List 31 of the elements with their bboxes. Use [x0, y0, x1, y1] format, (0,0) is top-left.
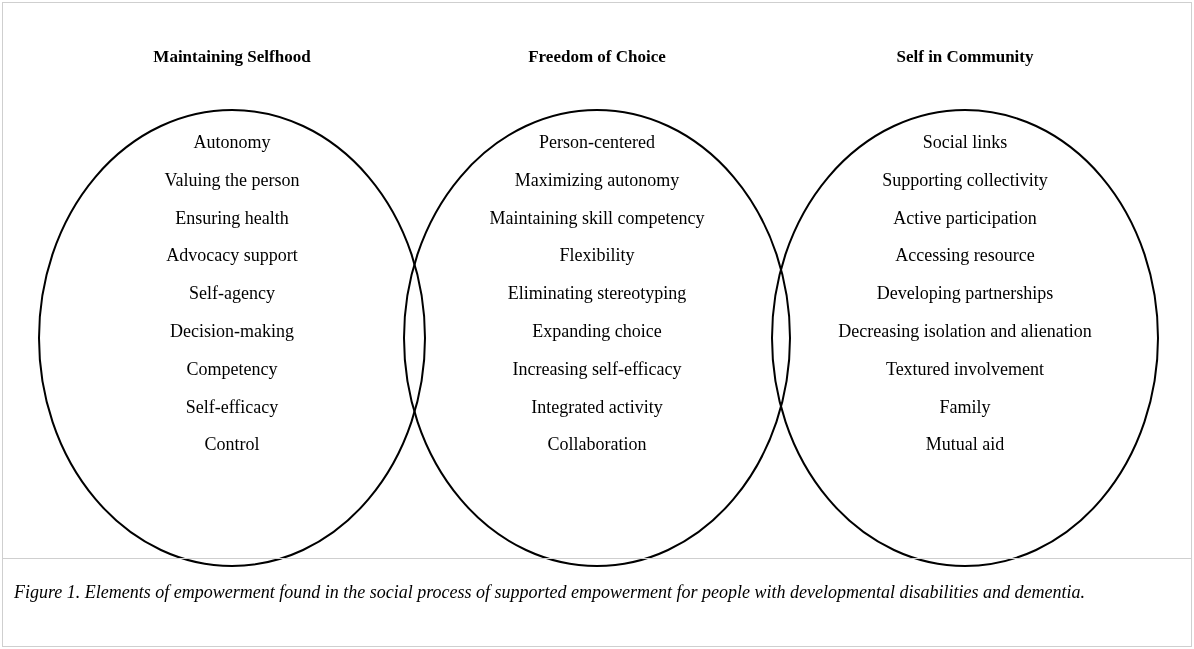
element-text: Autonomy [193, 131, 271, 154]
column-heading: Maintaining Selfhood [153, 46, 311, 68]
element-text: Ensuring health [175, 206, 289, 230]
element-text: Competency [186, 357, 278, 381]
element-text: Decision-making [170, 320, 294, 343]
element-text: Valuing the person [164, 168, 300, 192]
element-text: Increasing self-efficacy [512, 357, 682, 381]
element-text: Accessing resource [895, 244, 1035, 268]
element-text: Developing partnerships [876, 282, 1054, 306]
element-text: Self-efficacy [185, 395, 279, 419]
element-text: Integrated activity [531, 395, 663, 419]
element-text: Maximizing autonomy [514, 168, 680, 192]
column-heading: Freedom of Choice [528, 46, 666, 68]
element-text: Person-centered [539, 131, 655, 154]
element-text: Flexibility [559, 244, 635, 268]
element-text: Eliminating stereotyping [507, 282, 687, 306]
element-text: Advocacy support [166, 244, 298, 268]
element-text: Control [204, 433, 260, 457]
element-text: Mutual aid [925, 433, 1005, 457]
element-text: Decreasing isolation and alienation [838, 320, 1092, 343]
element-text: Maintaining skill competency [489, 206, 705, 230]
column-heading: Self in Community [896, 46, 1034, 68]
element-text: Social links [922, 131, 1008, 154]
element-text: Self-agency [189, 282, 275, 306]
element-text: Family [939, 395, 991, 419]
figure-caption: Figure 1. Elements of empowerment found in the social process of supported empowerment for people with developmental disabilities and dementia. [14, 581, 1086, 604]
element-text: Expanding choice [532, 320, 662, 343]
element-text: Active participation [893, 206, 1037, 230]
element-text: Textured involvement [885, 357, 1045, 381]
element-text: Supporting collectivity [882, 168, 1048, 192]
element-text: Collaboration [547, 433, 647, 457]
